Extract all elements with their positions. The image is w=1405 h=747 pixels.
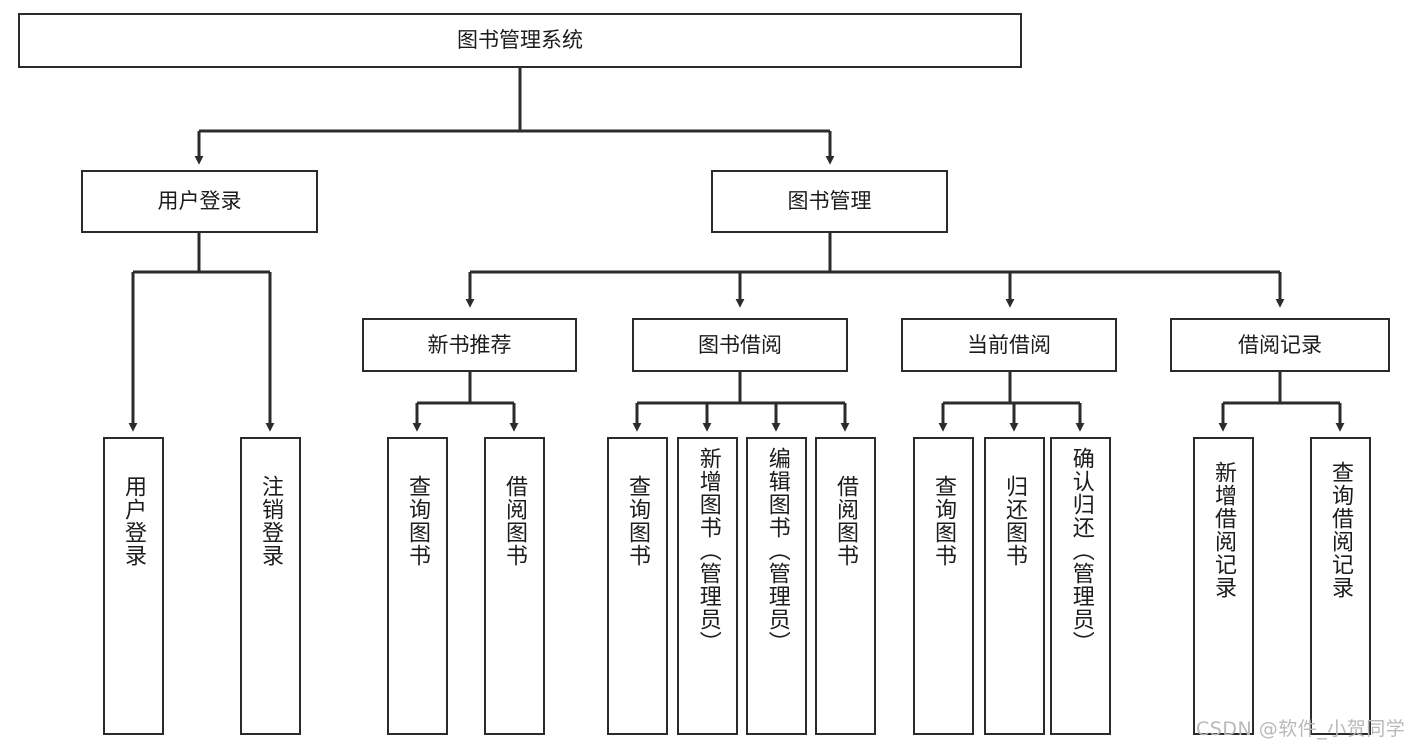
- node-book-borrow[interactable]: 图书借阅: [632, 318, 848, 372]
- node-label: 图书借阅: [698, 332, 782, 357]
- node-leaf-logout[interactable]: 注销登录: [240, 437, 301, 735]
- node-leaf-borrow-book-recommend[interactable]: 借阅图书: [484, 437, 545, 735]
- node-leaf-query-book-recommend[interactable]: 查询图书: [387, 437, 448, 735]
- node-label: 查询图书: [405, 475, 431, 567]
- node-leaf-add-book-admin[interactable]: 新增图书（管理员）: [677, 437, 738, 735]
- node-borrow-records[interactable]: 借阅记录: [1170, 318, 1390, 372]
- node-label: 确认归还（管理员）: [1068, 447, 1094, 654]
- node-label: 查询图书: [625, 475, 651, 567]
- node-label: 图书管理: [787, 189, 872, 214]
- node-label: 新书推荐: [427, 332, 512, 357]
- node-book-management[interactable]: 图书管理: [711, 170, 948, 233]
- node-root-system[interactable]: 图书管理系统: [18, 13, 1022, 68]
- node-leaf-borrow-book[interactable]: 借阅图书: [815, 437, 876, 735]
- node-new-book-recommend[interactable]: 新书推荐: [362, 318, 577, 372]
- node-leaf-add-borrow-record[interactable]: 新增借阅记录: [1193, 437, 1254, 735]
- node-leaf-query-borrow-record[interactable]: 查询借阅记录: [1310, 437, 1371, 735]
- node-label: 用户登录: [157, 189, 242, 214]
- node-user-login[interactable]: 用户登录: [81, 170, 318, 233]
- node-label: 图书管理系统: [457, 28, 583, 53]
- node-label: 归还图书: [1002, 475, 1028, 567]
- node-label: 借阅图书: [833, 475, 859, 567]
- node-label: 查询借阅记录: [1328, 461, 1354, 599]
- node-leaf-confirm-return-admin[interactable]: 确认归还（管理员）: [1050, 437, 1111, 735]
- node-leaf-query-book-borrow[interactable]: 查询图书: [607, 437, 668, 735]
- node-leaf-edit-book-admin[interactable]: 编辑图书（管理员）: [746, 437, 807, 735]
- node-label: 编辑图书（管理员）: [764, 447, 790, 654]
- node-leaf-return-book[interactable]: 归还图书: [984, 437, 1045, 735]
- node-leaf-user-login[interactable]: 用户登录: [103, 437, 164, 735]
- node-label: 查询图书: [931, 475, 957, 567]
- node-label: 借阅记录: [1238, 332, 1322, 357]
- node-label: 借阅图书: [502, 475, 528, 567]
- node-label: 用户登录: [121, 475, 147, 567]
- node-label: 当前借阅: [967, 332, 1051, 357]
- csdn-watermark: CSDN @软件_小贺同学: [1196, 718, 1405, 740]
- node-label: 新增图书（管理员）: [695, 447, 721, 654]
- node-leaf-query-book-current[interactable]: 查询图书: [913, 437, 974, 735]
- node-current-borrow[interactable]: 当前借阅: [901, 318, 1117, 372]
- node-label: 注销登录: [258, 475, 284, 567]
- node-label: 新增借阅记录: [1211, 461, 1237, 599]
